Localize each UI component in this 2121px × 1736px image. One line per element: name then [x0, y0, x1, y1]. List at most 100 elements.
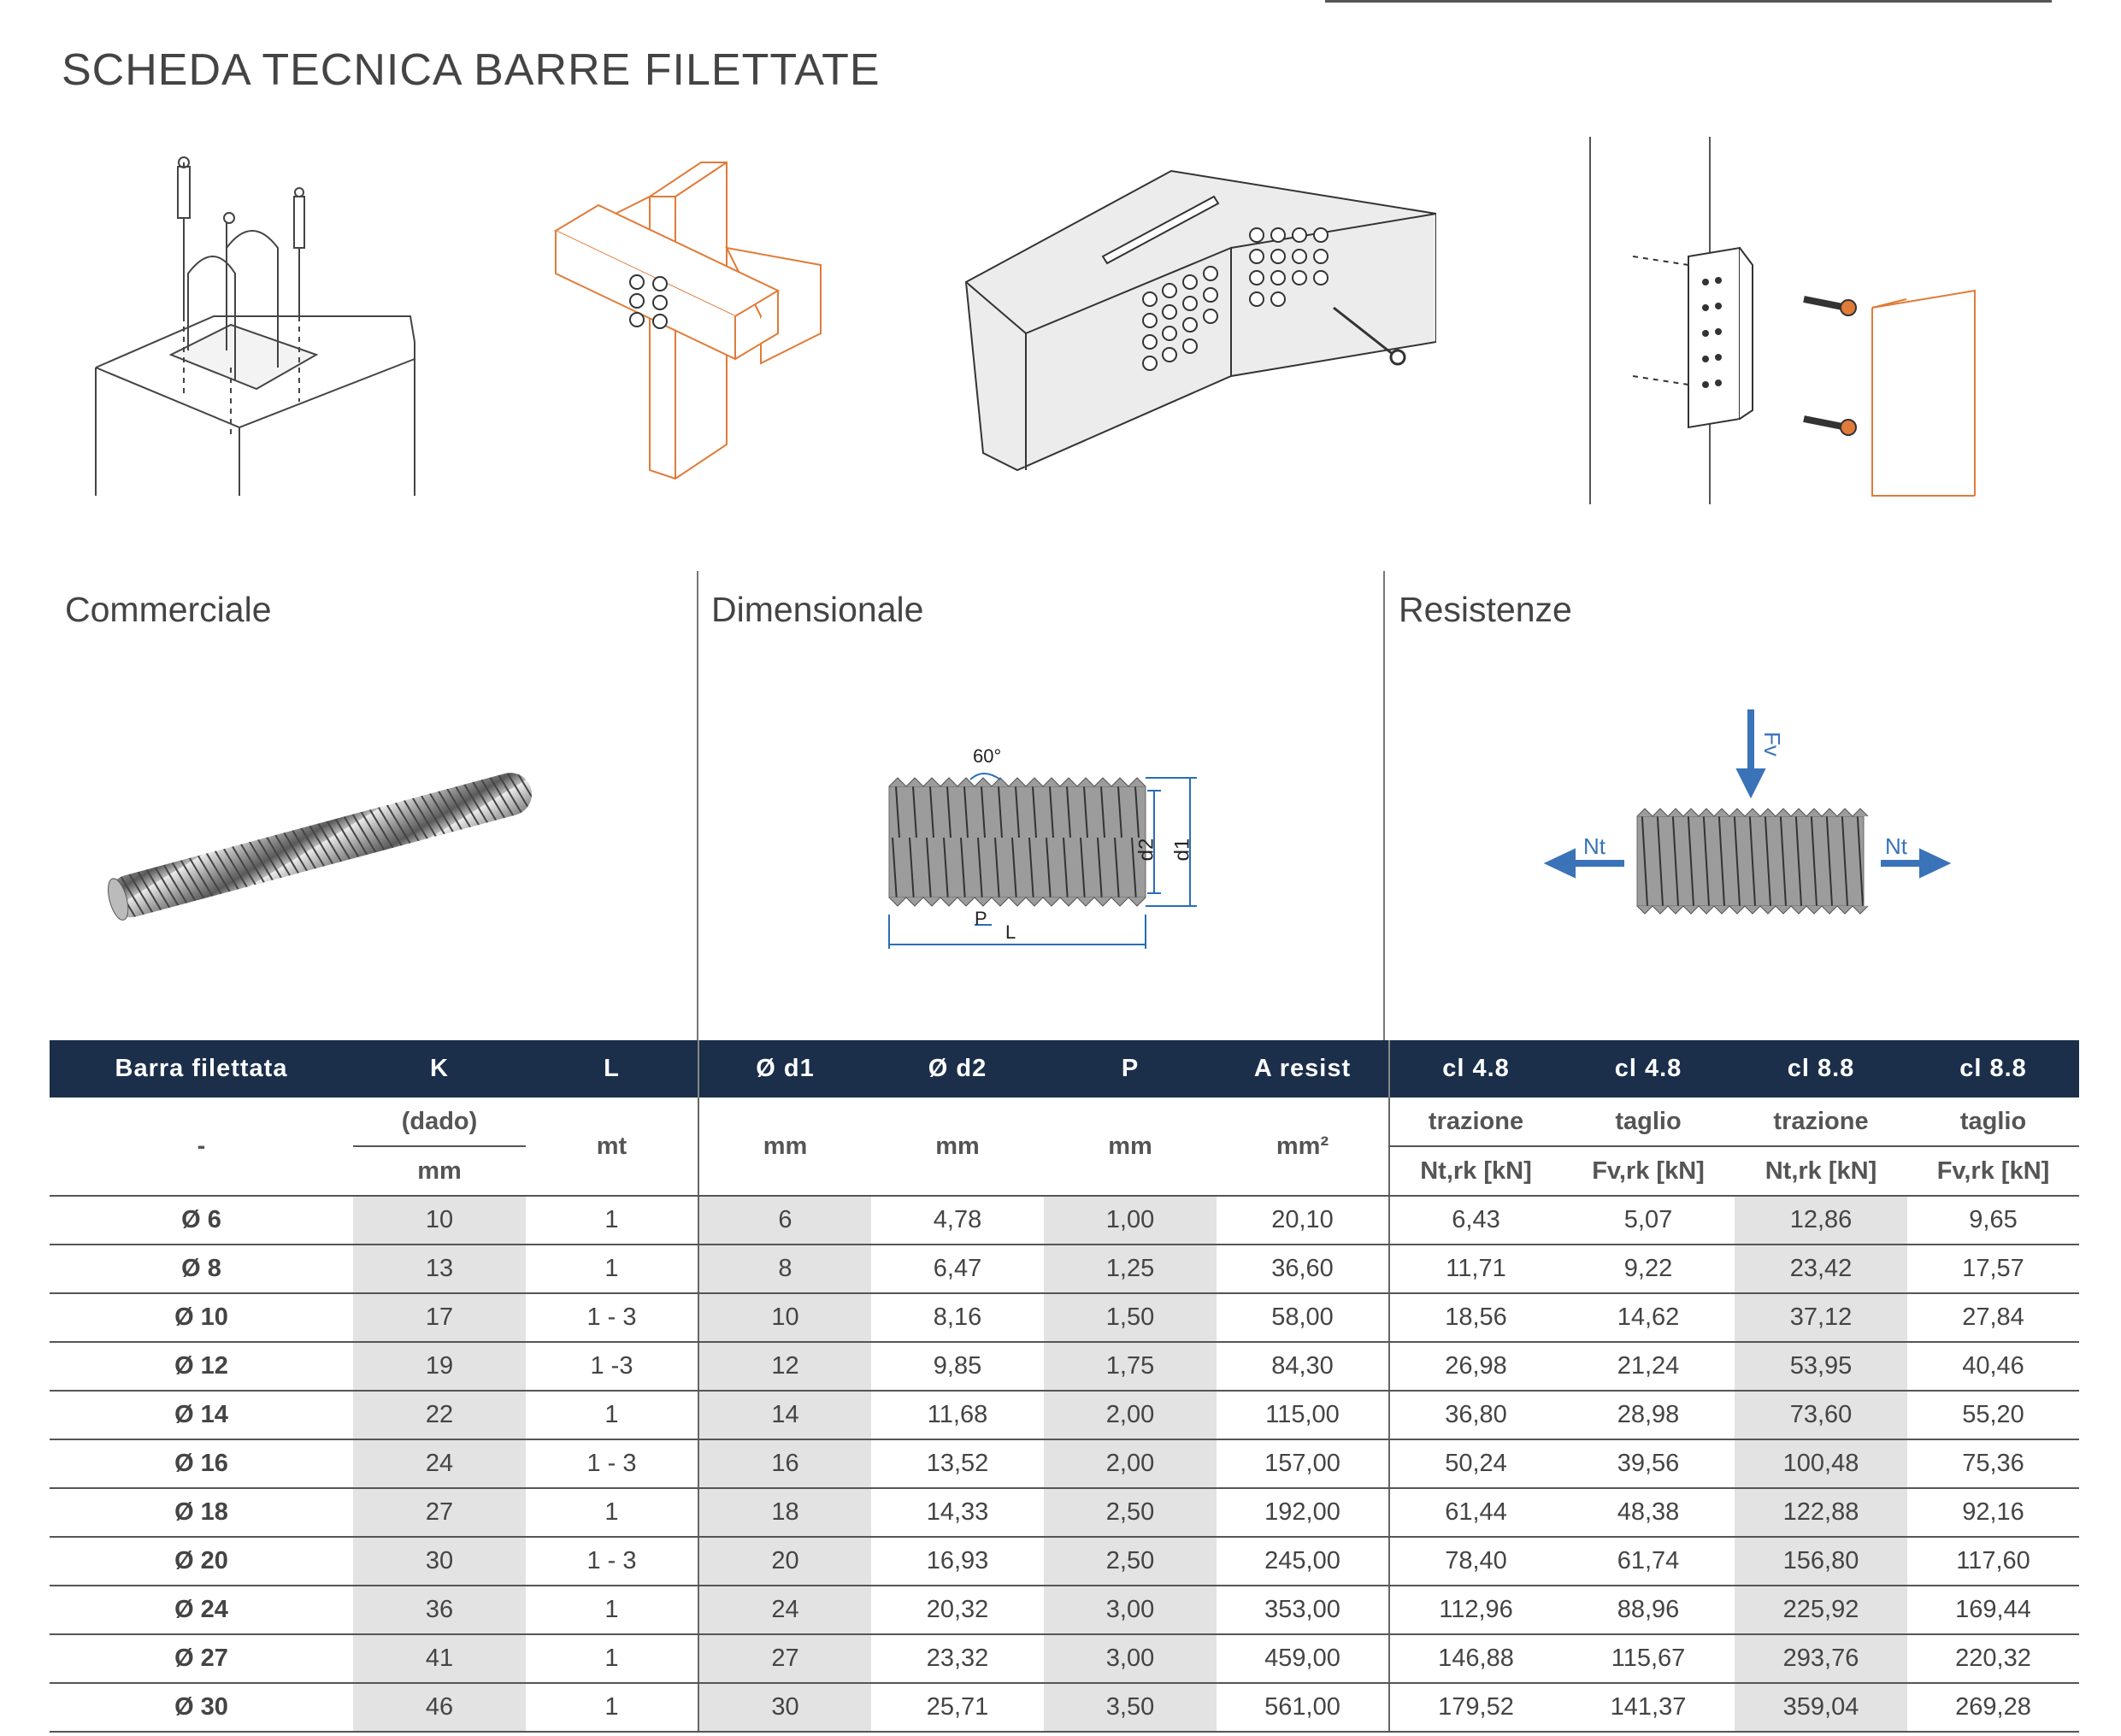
- unit-c3-bottom: Nt,rk [kN]: [1735, 1146, 1907, 1197]
- top-rule: [1325, 0, 2052, 3]
- section-title-resistenze: Resistenze: [1399, 590, 1572, 629]
- table-header-row: Barra filettata K L Ø d1 Ø d2 P A resist…: [50, 1040, 2079, 1098]
- cell-fv-88: 9,65: [1907, 1196, 2079, 1245]
- force-diagram: [1543, 709, 1952, 915]
- cell-bar: Ø 18: [50, 1488, 353, 1538]
- header-l: L: [526, 1040, 698, 1098]
- cell-d1: 6: [698, 1196, 871, 1245]
- cell-p: 1,50: [1044, 1293, 1217, 1343]
- cell-a-resist: 561,00: [1217, 1683, 1389, 1733]
- cell-fv-88: 27,84: [1907, 1293, 2079, 1343]
- cell-l: 1 -3: [526, 1342, 698, 1392]
- cell-fv-48: 39,56: [1562, 1439, 1735, 1489]
- cell-nt-88: 122,88: [1735, 1488, 1907, 1538]
- cell-d2: 25,71: [871, 1683, 1044, 1733]
- cell-k: 24: [353, 1439, 526, 1489]
- cell-l: 1: [526, 1634, 698, 1684]
- timber-cross-illustration: [553, 162, 822, 480]
- cell-fv-88: 269,28: [1907, 1683, 2079, 1733]
- unit-d1: mm: [698, 1098, 871, 1197]
- cell-p: 3,50: [1044, 1683, 1217, 1733]
- cell-bar: Ø 6: [50, 1196, 353, 1245]
- unit-c4-bottom: Fv,rk [kN]: [1907, 1146, 2079, 1197]
- cell-d2: 14,33: [871, 1488, 1044, 1538]
- header-d1: Ø d1: [698, 1040, 871, 1098]
- cell-fv-88: 169,44: [1907, 1586, 2079, 1635]
- cell-bar: Ø 24: [50, 1586, 353, 1635]
- cell-p: 2,00: [1044, 1391, 1217, 1440]
- header-a-resist: A resist: [1217, 1040, 1389, 1098]
- unit-c3-top: trazione: [1735, 1098, 1907, 1147]
- threaded-bar-photo: [108, 773, 532, 921]
- cell-bar: Ø 8: [50, 1245, 353, 1294]
- cell-nt-48: 179,52: [1388, 1683, 1562, 1733]
- cell-a-resist: 157,00: [1217, 1439, 1389, 1489]
- units-row-top: - (dado) mt mm mm mm mm² trazione taglio…: [50, 1098, 2079, 1197]
- cell-fv-48: 48,38: [1562, 1488, 1735, 1538]
- cell-nt-48: 6,43: [1388, 1196, 1562, 1245]
- cell-fv-88: 40,46: [1907, 1342, 2079, 1392]
- header-barra: Barra filettata: [50, 1040, 353, 1098]
- cell-nt-88: 156,80: [1735, 1537, 1907, 1586]
- cell-k: 10: [353, 1196, 526, 1245]
- cell-a-resist: 20,10: [1217, 1196, 1389, 1245]
- header-cl88-1: cl 8.8: [1735, 1040, 1907, 1098]
- cell-bar: Ø 10: [50, 1293, 353, 1343]
- cell-p: 3,00: [1044, 1586, 1217, 1635]
- cell-fv-48: 21,24: [1562, 1342, 1735, 1392]
- cell-nt-88: 225,92: [1735, 1586, 1907, 1635]
- cell-d2: 4,78: [871, 1196, 1044, 1245]
- cell-fv-88: 75,36: [1907, 1439, 2079, 1489]
- cell-d2: 16,93: [871, 1537, 1044, 1586]
- cell-bar: Ø 12: [50, 1342, 353, 1392]
- unit-k-top: (dado): [353, 1098, 526, 1147]
- bracket-illustration: [1589, 137, 1976, 504]
- cell-l: 1: [526, 1683, 698, 1733]
- unit-c2-top: taglio: [1562, 1098, 1735, 1147]
- cell-d1: 30: [698, 1683, 871, 1733]
- cell-nt-48: 61,44: [1388, 1488, 1562, 1538]
- cell-p: 1,00: [1044, 1196, 1217, 1245]
- dim-label-l: L: [1005, 921, 1016, 943]
- force-label-nt-left: Nt: [1583, 833, 1605, 859]
- thread-dimension-drawing: [888, 773, 1197, 949]
- cell-nt-88: 23,42: [1735, 1245, 1907, 1294]
- cell-k: 30: [353, 1537, 526, 1586]
- cell-k: 17: [353, 1293, 526, 1343]
- section-divider-1: [697, 571, 698, 1041]
- cell-fv-48: 28,98: [1562, 1391, 1735, 1440]
- cell-k: 36: [353, 1586, 526, 1635]
- cell-nt-48: 18,56: [1388, 1293, 1562, 1343]
- cell-d1: 20: [698, 1537, 871, 1586]
- cell-bar: Ø 20: [50, 1537, 353, 1586]
- cell-bar: Ø 30: [50, 1683, 353, 1733]
- cell-bar: Ø 14: [50, 1391, 353, 1440]
- unit-k-bottom: mm: [353, 1146, 526, 1197]
- cell-d1: 16: [698, 1439, 871, 1489]
- force-label-nt-right: Nt: [1885, 833, 1907, 859]
- section-title-dimensionale: Dimensionale: [711, 590, 924, 629]
- header-cl88-2: cl 8.8: [1907, 1040, 2079, 1098]
- cell-fv-48: 141,37: [1562, 1683, 1735, 1733]
- page-title: SCHEDA TECNICA BARRE FILETTATE: [62, 45, 881, 95]
- cell-d1: 10: [698, 1293, 871, 1343]
- header-cl48-1: cl 4.8: [1388, 1040, 1562, 1098]
- spec-table: Barra filettata K L Ø d1 Ø d2 P A resist…: [50, 1040, 2079, 1733]
- cell-d1: 24: [698, 1586, 871, 1635]
- cell-d2: 23,32: [871, 1634, 1044, 1684]
- cell-nt-48: 112,96: [1388, 1586, 1562, 1635]
- cell-p: 1,75: [1044, 1342, 1217, 1392]
- cell-p: 2,50: [1044, 1537, 1217, 1586]
- cell-fv-48: 5,07: [1562, 1196, 1735, 1245]
- cell-fv-88: 92,16: [1907, 1488, 2079, 1538]
- cell-fv-48: 61,74: [1562, 1537, 1735, 1586]
- cell-fv-88: 117,60: [1907, 1537, 2079, 1586]
- cell-l: 1 - 3: [526, 1293, 698, 1343]
- dim-label-d2: d2: [1134, 838, 1158, 862]
- cell-bar: Ø 16: [50, 1439, 353, 1489]
- cell-d1: 14: [698, 1391, 871, 1440]
